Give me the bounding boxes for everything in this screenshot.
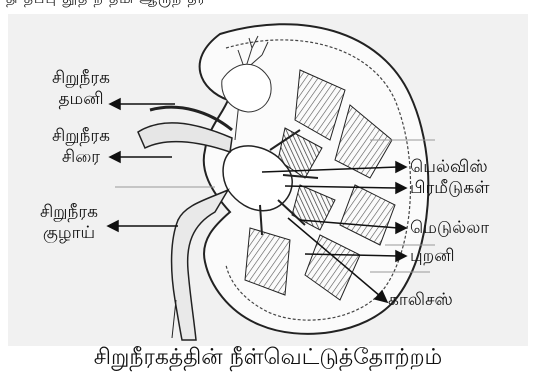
label-medulla: மெடுல்லா: [410, 218, 489, 239]
label-calyces: காலிசஸ்: [388, 290, 453, 311]
ureter-line2: குழாய்: [24, 223, 114, 244]
renal-vein-line2: சிரை: [36, 147, 126, 168]
label-ureter: சிறுநீரக குழாய்: [24, 202, 114, 244]
figure-caption: சிறுநீரகத்தின் நீள்வெட்டுத்தோற்றம்: [0, 343, 536, 373]
renal-artery-line1: சிறுநீரக: [36, 68, 126, 89]
label-renal-vein: சிறுநீரக சிரை: [36, 126, 126, 168]
renal-vein-line1: சிறுநீரக: [36, 126, 126, 147]
renal-artery-line2: தமனி: [36, 89, 126, 110]
label-cortex: புறனி: [410, 246, 455, 267]
label-renal-artery: சிறுநீரக தமனி: [36, 68, 126, 110]
label-pyramids: பிரமீடுகள்: [410, 178, 489, 199]
ureter-line1: சிறுநீரக: [24, 202, 114, 223]
label-pelvis: பெல்விஸ்: [410, 157, 488, 178]
